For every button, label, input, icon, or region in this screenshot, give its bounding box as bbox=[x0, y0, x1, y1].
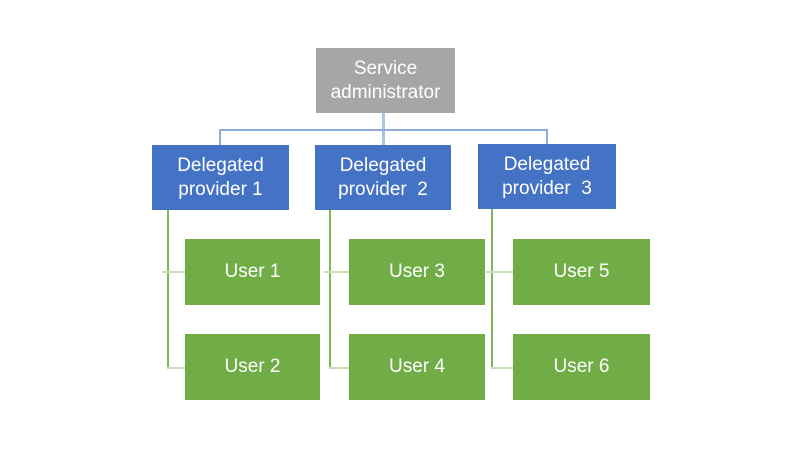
connector-stub-user-3 bbox=[324, 271, 349, 273]
connector-drop-provider-3 bbox=[546, 129, 548, 144]
node-user-1: User 1 bbox=[185, 239, 320, 305]
connector-providers-horizontal bbox=[219, 129, 548, 131]
node-user-6: User 6 bbox=[513, 334, 650, 400]
connector-stub-user-6 bbox=[491, 367, 513, 369]
node-user-2: User 2 bbox=[185, 334, 320, 400]
connector-provider-2-vertical bbox=[329, 210, 331, 369]
node-user-5: User 5 bbox=[513, 239, 650, 305]
node-user-3: User 3 bbox=[349, 239, 485, 305]
connector-drop-provider-1 bbox=[219, 129, 221, 145]
connector-stub-user-1 bbox=[162, 271, 185, 273]
connector-stub-user-2 bbox=[167, 367, 185, 369]
connector-stub-user-4 bbox=[329, 367, 349, 369]
connector-provider-1-vertical bbox=[167, 210, 169, 369]
node-delegated-provider-1: Delegated provider 1 bbox=[152, 145, 289, 210]
node-user-4: User 4 bbox=[349, 334, 485, 400]
connector-stub-user-5 bbox=[486, 271, 513, 273]
node-delegated-provider-2: Delegated provider 2 bbox=[315, 145, 451, 210]
node-delegated-provider-3: Delegated provider 3 bbox=[478, 144, 616, 209]
connector-provider-3-vertical bbox=[491, 209, 493, 369]
node-service-administrator: Service administrator bbox=[316, 48, 455, 113]
